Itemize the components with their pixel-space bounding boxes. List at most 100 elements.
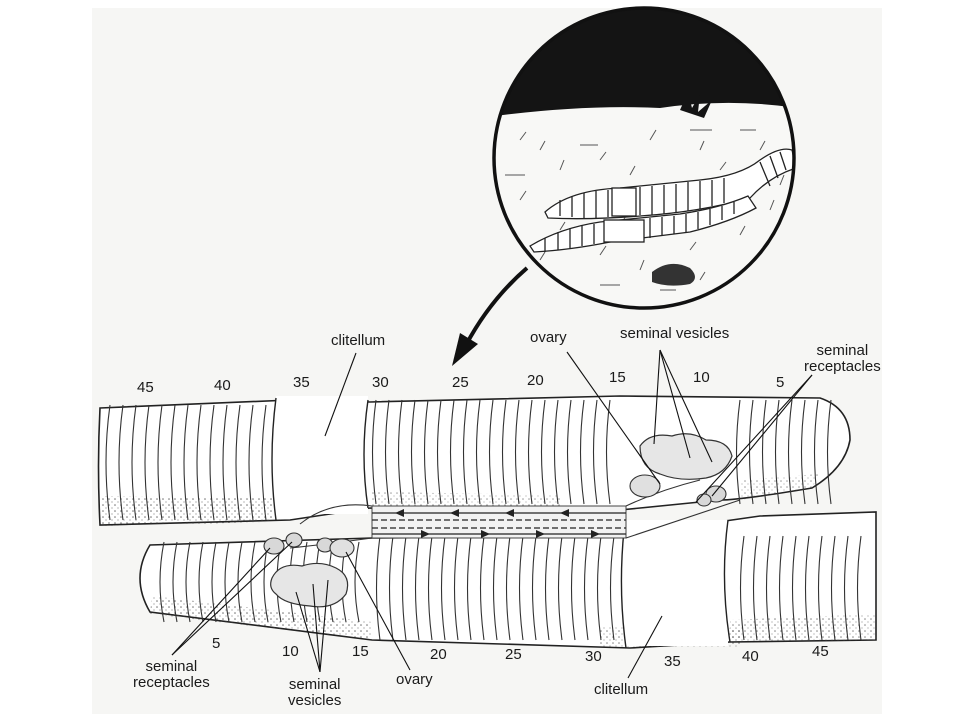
grass-tuft (680, 92, 712, 118)
segment-number-top: 30 (372, 374, 389, 391)
segment-ring (518, 535, 524, 641)
label-seminal-receptacles-top: seminal receptacles (804, 342, 881, 375)
segment-ring (170, 404, 176, 521)
segment-ring (791, 535, 797, 641)
label-clitellum-top: clitellum (331, 332, 386, 349)
segment-ring (531, 535, 537, 641)
segment-ring (830, 535, 836, 641)
segment-number-bottom: 15 (352, 643, 369, 660)
segment-ring (479, 535, 485, 641)
segment-number-bottom: 45 (812, 643, 829, 660)
upper-seminal-vesicles (639, 433, 733, 480)
segment-ring (527, 399, 533, 505)
inset-worm-lower (529, 195, 757, 253)
segment-ring (209, 404, 215, 521)
segment-ring (131, 404, 137, 521)
segment-ring (237, 541, 243, 623)
segment-ring (172, 541, 178, 623)
segment-ring (410, 399, 416, 505)
segment-ring (397, 399, 403, 505)
segment-ring (475, 399, 481, 505)
segment-ring (570, 535, 576, 641)
segment-ring (592, 399, 598, 505)
segment-ring (105, 404, 111, 521)
segment-number-top: 5 (776, 374, 785, 391)
worm-burrow-mound (652, 263, 695, 286)
segment-ring (735, 399, 741, 505)
segment-ring (817, 535, 823, 641)
segment-ring (371, 399, 377, 505)
segment-ring (787, 399, 793, 505)
label-seminal-vesicles-top: seminal vesicles (620, 325, 730, 342)
segment-ring (609, 535, 615, 641)
ground-texture (505, 129, 785, 291)
segment-ring (553, 399, 559, 505)
segment-ring (185, 541, 191, 623)
label-seminal-vesicles-bottom: seminal vesicles (288, 676, 342, 709)
segment-ring (778, 535, 784, 641)
segment-ring (118, 404, 124, 521)
segment-ring (843, 535, 849, 641)
segment-ring (826, 399, 832, 505)
segment-ring (375, 535, 381, 641)
inset-circle (492, 6, 796, 310)
segment-ring (488, 399, 494, 505)
segment-number-bottom: 5 (212, 635, 221, 652)
upper-worm-segment-rings (105, 399, 832, 521)
segment-ring (144, 404, 150, 521)
segment-ring (436, 399, 442, 505)
segment-ring (198, 541, 204, 623)
segment-ring (414, 535, 420, 641)
segment-ring (774, 399, 780, 505)
segment-ring (462, 399, 468, 505)
segment-ring (235, 404, 241, 521)
segment-ring (566, 399, 572, 505)
upper-worm (97, 395, 851, 526)
label-seminal-receptacles-bottom: seminal receptacles (133, 658, 210, 691)
segment-number-bottom: 30 (585, 648, 602, 665)
segment-ring (856, 535, 862, 641)
segment-ring (501, 399, 507, 505)
segment-ring (596, 535, 602, 641)
segment-ring (765, 535, 771, 641)
segment-ring (583, 535, 589, 641)
segment-ring (453, 535, 459, 641)
segment-ring (492, 535, 498, 641)
segment-ring (384, 399, 390, 505)
segment-number-top: 25 (452, 374, 469, 391)
segment-ring (250, 541, 256, 623)
segment-ring (557, 535, 563, 641)
segment-number-bottom: 40 (742, 648, 759, 665)
segment-number-top: 15 (609, 369, 626, 386)
segment-ring (514, 399, 520, 505)
label-ovary-top: ovary (530, 329, 567, 346)
lower-seminal-vesicles (270, 562, 349, 608)
segment-ring (222, 404, 228, 521)
segment-ring (544, 535, 550, 641)
lower-seminal-receptacles (263, 532, 334, 555)
segment-ring (211, 541, 217, 623)
segment-ring (183, 404, 189, 521)
segment-ring (739, 535, 745, 641)
segment-number-bottom: 25 (505, 646, 522, 663)
segment-ring (354, 541, 360, 623)
segment-number-top: 20 (527, 372, 544, 389)
segment-ring (159, 541, 165, 623)
sperm-transfer-channel (289, 479, 741, 549)
label-clitellum-bottom: clitellum (594, 681, 649, 698)
segment-number-top: 45 (137, 379, 154, 396)
segment-ring (449, 399, 455, 505)
segment-ring (427, 535, 433, 641)
segment-ring (388, 535, 394, 641)
segment-ring (440, 535, 446, 641)
segment-ring (224, 541, 230, 623)
segment-number-top: 40 (214, 377, 231, 394)
segment-ring (466, 535, 472, 641)
upper-ovary (629, 474, 661, 498)
segment-ring (579, 399, 585, 505)
segment-ring (761, 399, 767, 505)
segment-ring (401, 535, 407, 641)
segment-ring (800, 399, 806, 505)
